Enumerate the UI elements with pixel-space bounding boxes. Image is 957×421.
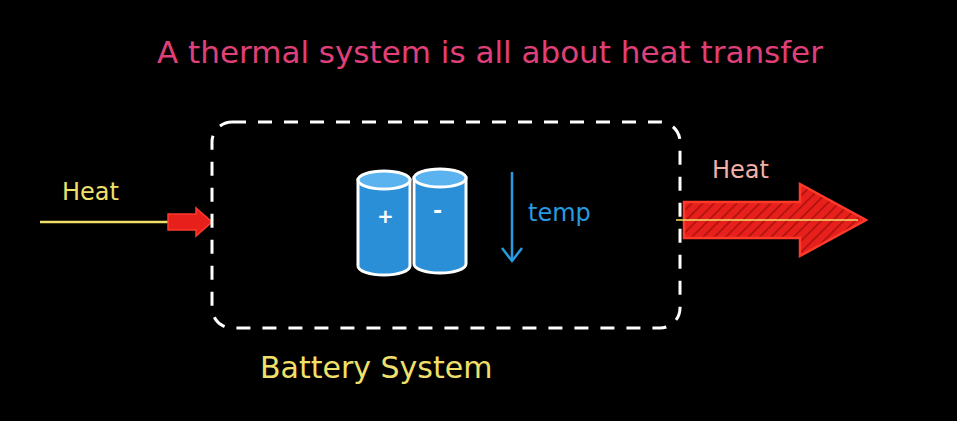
polarity-mark: +: [377, 204, 394, 228]
battery-cells: [358, 169, 466, 275]
label-holder: -: [433, 198, 442, 224]
label-holder: +: [377, 204, 394, 228]
heat-in-arrow: [40, 208, 212, 236]
title: A thermal system is all about heat trans…: [157, 34, 823, 71]
label-holder: Heat: [712, 156, 769, 185]
heat-out-arrow: [676, 184, 866, 256]
title-holder: A thermal system is all about heat trans…: [40, 34, 940, 71]
polarity-mark: -: [433, 198, 442, 224]
dashed-outline: [210, 120, 682, 330]
heat-label: Heat: [62, 178, 119, 207]
label-holder: Heat: [62, 178, 119, 207]
heat-label: Heat: [712, 156, 769, 185]
label-holder: temp: [528, 199, 591, 228]
system-label: Battery System: [260, 350, 492, 386]
temp-down-arrow: [502, 172, 522, 261]
temp-label: temp: [528, 199, 591, 228]
dashed-border: [212, 122, 680, 328]
system-boundary: Battery System: [210, 120, 682, 330]
